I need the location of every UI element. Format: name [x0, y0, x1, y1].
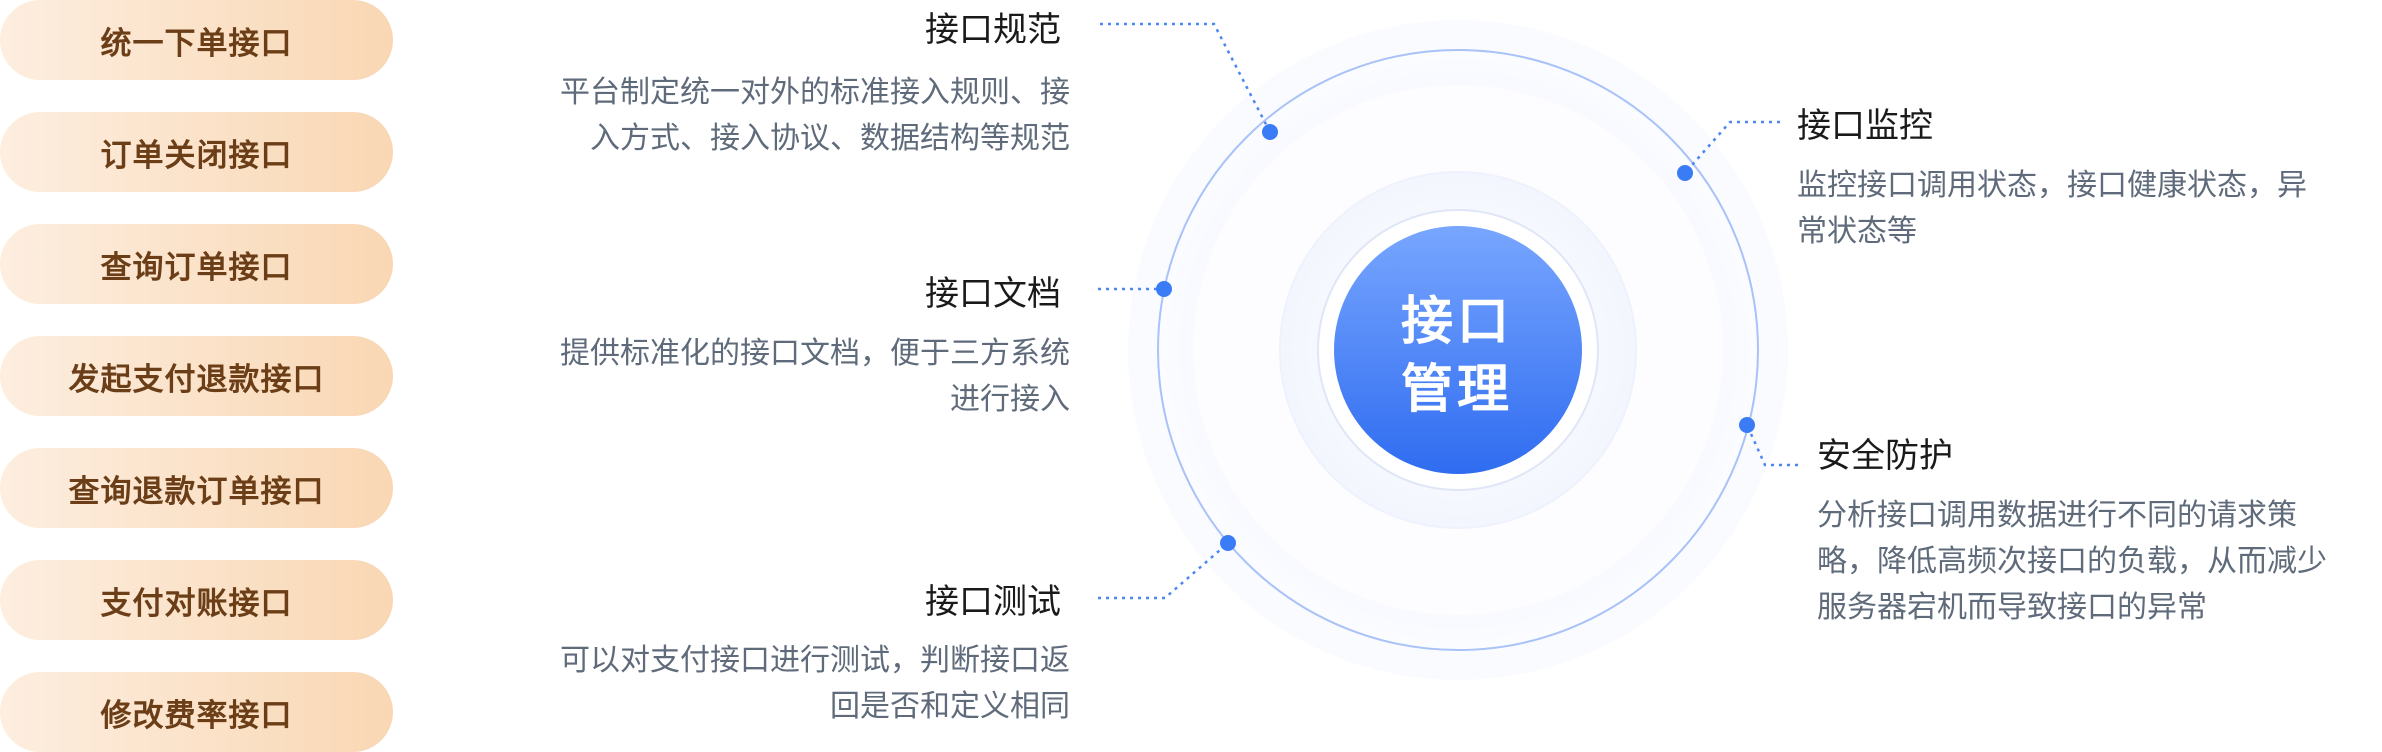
feature-title-docs: 接口文档	[925, 274, 1061, 314]
interface-pill-unified-order: 统一下单接口	[0, 0, 393, 80]
node-dot-security	[1739, 417, 1755, 433]
feature-title-monitor: 接口监控	[1797, 106, 1933, 146]
interface-pill-reconcile: 支付对账接口	[0, 560, 393, 640]
interface-pill-modify-rate: 修改费率接口	[0, 672, 393, 752]
feature-desc-security: 分析接口调用数据进行不同的请求策 略，降低高频次接口的负载，从而减少 服务器宕机…	[1817, 498, 2327, 625]
node-dot-test	[1220, 535, 1236, 551]
center-label-line1: 接口	[1400, 292, 1513, 352]
node-dot-docs	[1156, 281, 1172, 297]
feature-title-test: 接口测试	[925, 582, 1061, 622]
node-dot-monitor	[1677, 165, 1693, 181]
feature-desc-docs: 提供标准化的接口文档，便于三方系统 进行接入	[560, 336, 1070, 417]
interface-pill-query-order: 查询订单接口	[0, 224, 393, 304]
feature-desc-monitor: 监控接口调用状态，接口健康状态，异 常状态等	[1797, 168, 2307, 249]
feature-title-security: 安全防护	[1817, 436, 1953, 476]
feature-title-spec: 接口规范	[925, 10, 1061, 50]
feature-desc-test: 可以对支付接口进行测试，判断接口返 回是否和定义相同	[560, 643, 1070, 724]
center-label-line2: 管理	[1400, 360, 1513, 420]
connector-monitor	[1684, 120, 1780, 174]
connector-security	[1745, 424, 1798, 467]
interface-pill-refund: 发起支付退款接口	[0, 336, 393, 416]
connector-spec	[1100, 22, 1272, 133]
core-circle	[1334, 226, 1582, 474]
connector-test	[1098, 542, 1229, 600]
feature-desc-spec: 平台制定统一对外的标准接入规则、接 入方式、接入协议、数据结构等规范	[560, 75, 1070, 156]
center-label: 接口 管理	[1331, 230, 1583, 482]
interface-pill-order-close: 订单关闭接口	[0, 112, 393, 192]
node-dot-spec	[1262, 124, 1278, 140]
interface-pill-query-refund: 查询退款订单接口	[0, 448, 393, 528]
